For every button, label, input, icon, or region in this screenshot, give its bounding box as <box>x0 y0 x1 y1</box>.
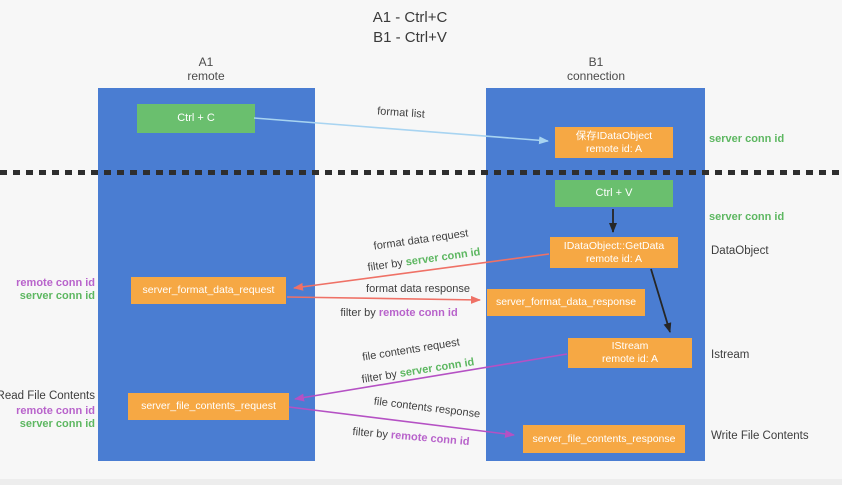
window-bottom-edge <box>0 479 842 485</box>
filter-by-text: filter by <box>340 307 379 319</box>
node-format-request-label: server_format_data_request <box>142 284 275 296</box>
filter-key-server-conn-id: server conn id <box>404 246 482 269</box>
right-label-dataobject: DataObject <box>711 245 769 257</box>
clipboard-boundary-dotted-line <box>0 170 842 175</box>
file-contents-response-filter-label: filter by remote conn id <box>352 426 470 448</box>
node-ctrl-c-label: Ctrl + C <box>177 112 215 124</box>
column-b1-subtitle: connection <box>566 69 626 83</box>
node-idataobject-getdata: IDataObject::GetData remote id: A <box>550 237 678 268</box>
node-format-response-label: server_format_data_response <box>495 296 637 308</box>
node-file-request-label: server_file_contents_request <box>141 400 276 412</box>
node-istream-line2: remote id: A <box>601 353 659 365</box>
left-label-remote-conn-id-top: remote conn id <box>16 277 95 289</box>
node-server-file-contents-request: server_file_contents_request <box>128 393 289 420</box>
right-label-server-conn-id-mid: server conn id <box>709 211 785 223</box>
filter-by-text: filter by <box>360 367 401 386</box>
left-label-read-file-contents: Read File Contents <box>0 390 95 402</box>
right-label-server-conn-id-top: server conn id <box>709 133 785 145</box>
format-data-response-label: format data response <box>366 283 470 295</box>
node-istream: IStream remote id: A <box>568 338 692 368</box>
left-label-server-conn-id-top: server conn id <box>19 290 95 302</box>
file-contents-response-label: file contents response <box>373 395 481 421</box>
right-label-istream: Istream <box>711 349 750 361</box>
filter-key-remote-conn-id: remote conn id <box>378 307 458 319</box>
node-istream-line1: IStream <box>611 340 649 352</box>
format-data-response-filter-label: filter by remote conn id <box>340 307 457 319</box>
right-label-write-file-contents: Write File Contents <box>711 430 809 442</box>
node-save-idataobject-line2: remote id: A <box>585 142 643 155</box>
node-ctrl-v: Ctrl + V <box>555 180 673 207</box>
format-list-label: format list <box>376 105 426 121</box>
filter-by-text: filter by <box>366 256 407 274</box>
column-a1-name: A1 <box>198 55 214 69</box>
column-a1-subtitle: remote <box>187 69 225 83</box>
title-line-b1: B1 - Ctrl+V <box>373 29 447 46</box>
filter-by-text: filter by <box>352 425 392 442</box>
column-header-a1: A1 remote <box>187 55 224 83</box>
node-server-file-contents-response: server_file_contents_response <box>523 425 685 453</box>
node-getdata-line2: remote id: A <box>585 252 643 265</box>
node-server-format-data-request: server_format_data_request <box>131 277 286 304</box>
left-label-remote-conn-id-bottom: remote conn id <box>16 405 95 417</box>
title-line-a1: A1 - Ctrl+C <box>372 9 448 26</box>
node-ctrl-c: Ctrl + C <box>137 104 255 133</box>
left-label-server-conn-id-bottom: server conn id <box>19 418 95 430</box>
node-ctrl-v-label: Ctrl + V <box>595 187 633 199</box>
node-getdata-line1: IDataObject::GetData <box>563 239 665 252</box>
filter-key-server-conn-id: server conn id <box>398 356 476 380</box>
node-save-idataobject: 保存IDataObject remote id: A <box>555 127 673 158</box>
filter-key-remote-conn-id: remote conn id <box>390 429 470 449</box>
column-header-b1: B1 connection <box>567 55 625 83</box>
node-save-idataobject-line1: 保存IDataObject <box>575 129 653 142</box>
column-b1-name: B1 <box>588 55 604 69</box>
node-file-response-label: server_file_contents_response <box>532 432 676 445</box>
diagram-title: A1 - Ctrl+C B1 - Ctrl+V <box>373 8 448 48</box>
format-data-response-arrow <box>286 295 481 304</box>
node-server-format-data-response: server_format_data_response <box>487 289 645 316</box>
